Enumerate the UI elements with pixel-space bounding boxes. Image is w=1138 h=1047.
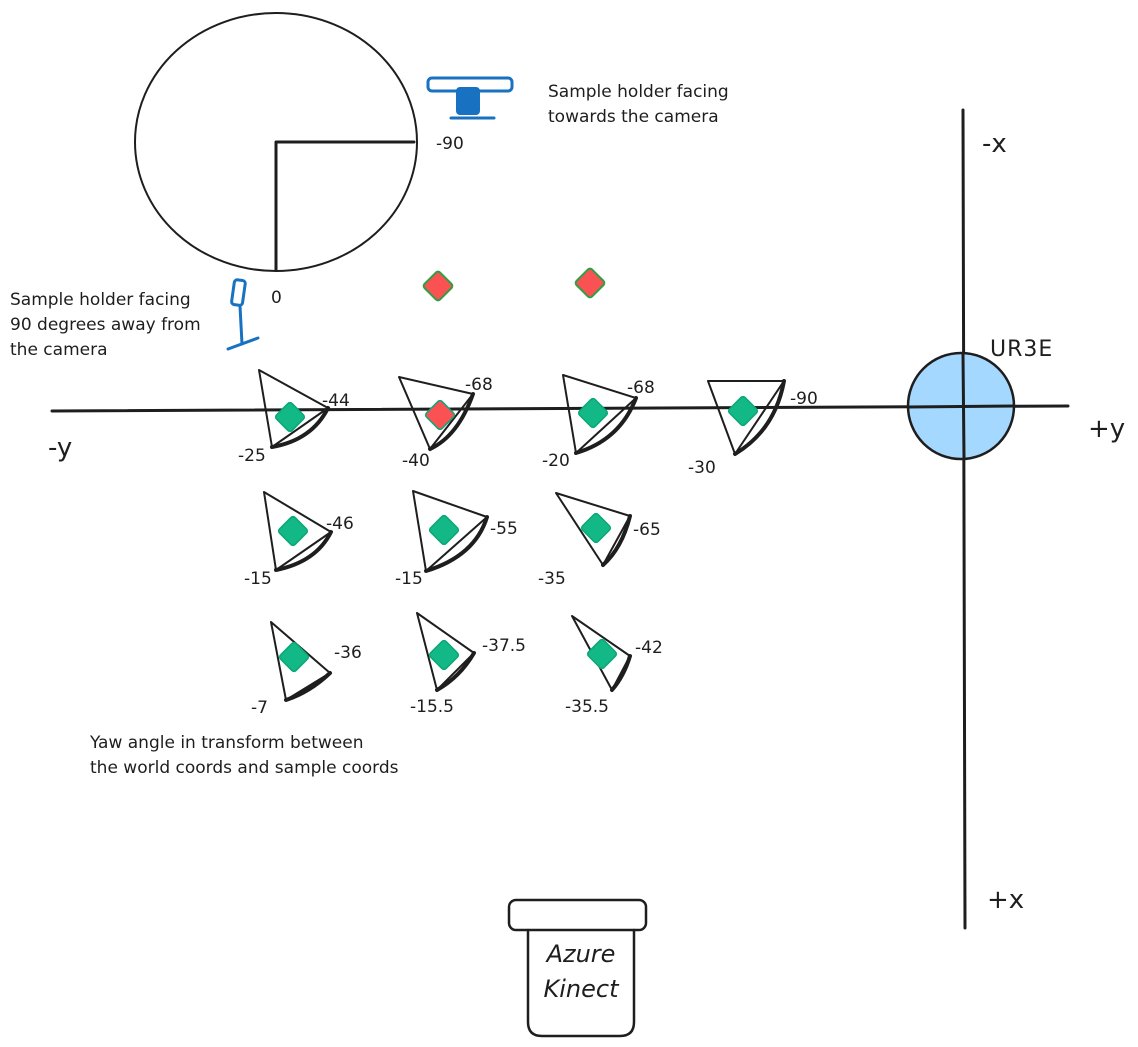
angle-label-a: -65 [633,520,661,540]
neg-x-label: -x [982,129,1007,159]
angle-label-b: -30 [688,458,716,478]
y-axis-line [50,404,1070,413]
sample-holder-outline [263,491,332,571]
angle-label-a: -46 [326,514,354,534]
facing-camera-note-line2: towards the camera [548,107,719,127]
red-marker-2 [574,267,606,299]
caption-line2: the world coords and sample coords [90,758,399,778]
facing-camera-note-line1: Sample holder facing [548,82,729,102]
red-marker-1 [422,270,454,302]
green-marker [586,638,618,670]
angle-label-b: -35.5 [565,697,609,717]
green-marker [274,401,306,433]
green-marker [428,639,460,671]
legend-angle-90: -90 [436,134,464,154]
sample-holder-r1c2: -68 -40 [398,375,493,471]
sample-holder-outline [412,490,488,572]
angle-label-a: -90 [790,389,818,409]
sample-holder-outline [416,612,475,691]
sample-holder-arc [435,651,476,692]
angle-label-b: -35 [538,569,566,589]
angle-label-b: -25 [238,446,266,466]
sample-holder-outline [555,492,631,566]
sample-holder-r3c2: -37.5 -15.5 [410,612,526,717]
neg-y-label: -y [48,433,72,463]
red-marker [424,399,456,431]
sample-holder-outline [562,374,637,454]
x-axis-line [961,108,967,930]
pos-x-label: +x [987,885,1024,915]
sample-holder-outline [707,380,785,455]
angle-label-a: -68 [627,378,655,398]
green-marker [428,514,460,546]
camera-label-line2: Kinect [544,975,621,1003]
angle-label-a: -42 [635,638,663,658]
pos-y-label: +y [1088,414,1125,444]
angle-label-b: -40 [402,451,430,471]
camera-label-line1: Azure [545,940,616,968]
sample-holder-arc [284,671,332,702]
green-marker [577,397,609,429]
sample-holder-outline [398,376,474,450]
sample-holder-arc [274,530,333,572]
caption-line1: Yaw angle in transform between [89,733,364,753]
sample-holder-arc [601,514,632,567]
sample-holder-arc [270,406,330,449]
angle-label-b: -7 [251,698,268,718]
angle-label-b: -15 [395,569,423,589]
sample-holder-r1c1: -44 -25 [238,369,350,466]
legend-angle-0: 0 [271,288,282,308]
angle-label-a: -68 [465,375,493,395]
sample-holder-arc [428,392,475,451]
green-marker [277,515,309,547]
sample-positions: -44-25-68-40-68-20-90-30-46-15-55-15-65-… [238,369,818,718]
green-marker [278,641,310,673]
sample-holder-arc [733,379,786,456]
sample-holder-outline [258,369,329,448]
sample-holder-r2c3: -65 -35 [538,492,661,589]
sample-holder-r2c1: -46 -15 [244,491,354,589]
sample-holder-facing-camera-icon [426,76,514,120]
sample-holder-r1c4: -90 -30 [688,379,818,478]
sample-holder-r3c1: -36 -7 [251,621,362,718]
sample-holder-facing-away-icon [226,278,260,351]
legend-angle-dial [134,12,418,272]
angle-label-a: -37.5 [482,636,526,656]
facing-away-note-line1: Sample holder facing [10,290,191,310]
angle-label-a: -55 [490,519,518,539]
green-marker [727,395,759,427]
facing-away-note-line3: the camera [10,340,108,360]
facing-away-note-line2: 90 degrees away from [10,315,201,335]
angle-label-a: -36 [334,643,362,663]
azure-kinect-camera [507,898,648,1038]
sample-holder-r1c3: -68 -20 [542,374,655,471]
sample-holder-arc [424,515,489,573]
sample-holder-arc [574,396,638,455]
ur3e-label: UR3E [990,337,1053,362]
green-marker [580,512,612,544]
sample-holder-arc [610,654,632,692]
sample-holder-r2c2: -55 -15 [395,490,518,589]
angle-label-b: -15 [244,569,272,589]
angle-label-a: -44 [322,391,350,411]
sample-holder-r3c3: -42 -35.5 [565,615,663,717]
angle-label-b: -15.5 [410,697,454,717]
angle-label-b: -20 [542,451,570,471]
